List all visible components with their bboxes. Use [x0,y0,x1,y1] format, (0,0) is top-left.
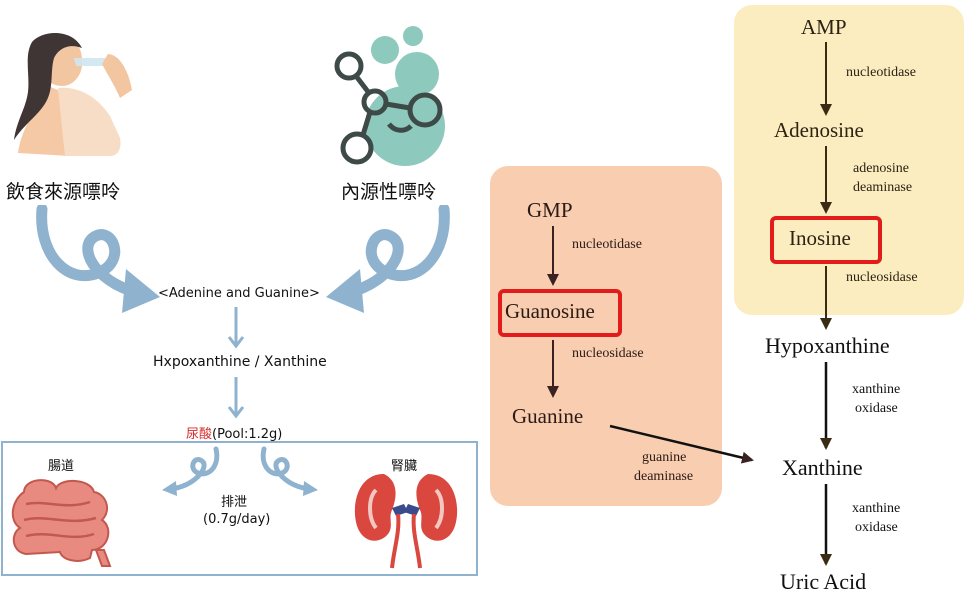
kidney-label: 腎臟 [391,459,418,474]
dietary-purine-label: 飲食來源嘌呤 [6,181,121,203]
down-arrow-2 [227,377,245,419]
guanosine-nucleosidase-label: nucleosidase [572,346,644,361]
gmp-nucleotidase-label: nucleotidase [572,237,642,252]
kidney-curl-arrow [260,446,318,496]
guanine-deaminase-line1: guanine [642,450,687,465]
xanthine-oxidase-2-line2: oxidase [855,520,898,535]
hypoxanthine-label: Hypoxanthine [765,333,890,358]
amp-nucleotidase-label: nucleotidase [846,65,916,80]
adenine-guanine-label: <Adenine and Guanine> [158,286,320,301]
excretion-frame [1,441,478,576]
excretion-label: 排泄 [221,495,248,510]
guanine-deaminase-line2: deaminase [634,469,694,484]
intestine-label: 腸道 [48,459,75,474]
molecule-icon [334,26,445,166]
inosine-highlight [770,216,882,264]
right-curl-arrow [326,205,450,313]
uric-acid-label: Uric Acid [780,569,867,594]
amp-label: AMP [801,15,847,39]
down-arrow-1 [227,307,245,349]
xanthine-label: Xanthine [782,455,863,480]
xanthine-oxidase-1-line1: xanthine [852,382,901,397]
guanosine-label: Guanosine [505,299,595,323]
guanine-to-xanthine-arrow [609,424,754,464]
left-curl-arrow [36,205,160,313]
inosine-nucleosidase-label: nucleosidase [846,270,918,285]
adenosine-deaminase-line1: adenosine [853,161,909,176]
excretion-amount-label: (0.7g/day) [203,512,271,527]
adenosine-deaminase-line2: deaminase [853,180,913,195]
intestine-icon [11,479,112,567]
gmp-label: GMP [527,198,573,222]
guanosine-highlight [498,289,622,337]
pool-text: (Pool:1.2g) [212,427,283,442]
uric-acid-pool-label: 尿酸(Pool:1.2g) [186,423,282,442]
adenosine-label: Adenosine [774,118,864,142]
intestine-curl-arrow [162,446,220,496]
intermediates-label: Hxpoxanthine / Xanthine [153,354,327,370]
endogenous-purine-label: 內源性嘌呤 [341,181,437,203]
woman-drinking-icon [14,32,132,156]
xanthine-oxidase-2-line1: xanthine [852,501,901,516]
kidney-icon [354,474,458,569]
uric-acid-text: 尿酸 [186,427,213,442]
xanthine-oxidase-1-line2: oxidase [855,401,898,416]
inosine-label: Inosine [789,226,851,250]
guanine-label: Guanine [512,404,584,428]
